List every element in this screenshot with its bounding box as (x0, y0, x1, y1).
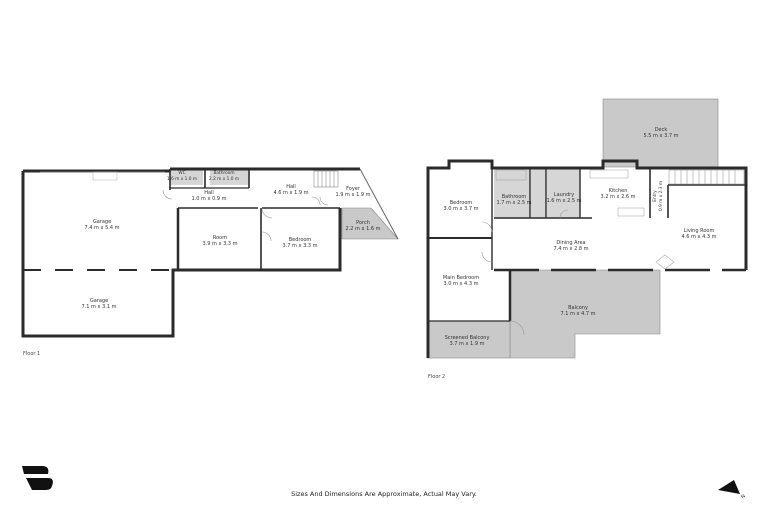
floor-2-drawing (426, 98, 748, 359)
brand-logo-icon (22, 466, 53, 490)
disclaimer-text: Sizes And Dimensions Are Approximate, Ac… (291, 490, 477, 498)
svg-text:N: N (740, 493, 747, 500)
floor-1-label: Floor 1 (23, 351, 41, 357)
floor-2-label: Floor 2 (428, 374, 446, 380)
north-arrow-icon: N (718, 480, 747, 500)
floor-1-drawing (21, 167, 399, 338)
